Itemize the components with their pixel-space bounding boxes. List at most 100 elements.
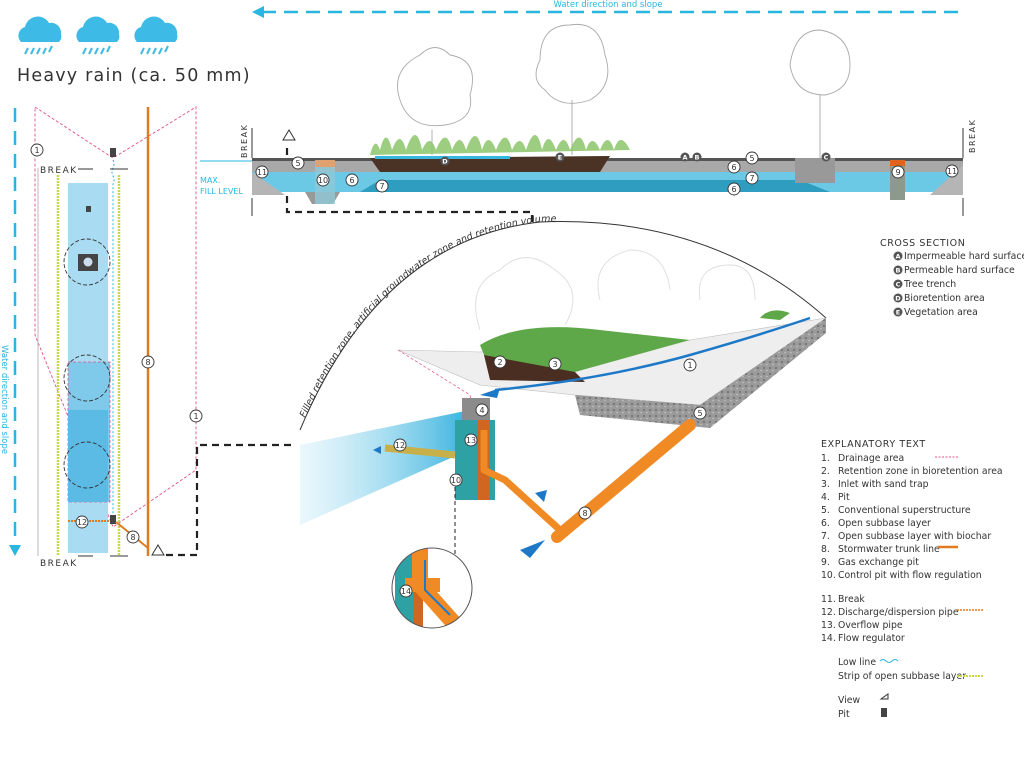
marker-8: 8: [126, 530, 140, 544]
arrow-left-icon: [252, 6, 264, 18]
legend-item-label: Discharge/dispersion pipe: [838, 607, 959, 618]
svg-text:13: 13: [466, 436, 476, 445]
svg-text:D: D: [895, 295, 901, 303]
view-icon: [151, 544, 165, 556]
legend-item: 2. Retention zone in bioretention area: [821, 466, 1003, 477]
view-connector-line: [166, 443, 292, 557]
svg-text:D: D: [442, 158, 448, 166]
svg-text:C: C: [896, 281, 901, 289]
max-fill-label: MAX.: [200, 176, 220, 185]
svg-text:6: 6: [349, 176, 354, 185]
legend-item-number: 2.: [821, 466, 830, 477]
legend-item-label: Drainage area: [838, 453, 904, 464]
svg-text:Strip of open subbase layer: Strip of open subbase layer: [838, 671, 966, 682]
tree-outlines: [397, 23, 851, 160]
svg-text:E: E: [558, 154, 562, 162]
svg-text:Bioretention area: Bioretention area: [904, 293, 985, 304]
rain-cloud-icon: [134, 16, 178, 55]
marker-8: 8: [141, 355, 155, 369]
legend-item-number: 10.: [821, 570, 836, 581]
svg-text:E: E: [896, 309, 900, 317]
svg-text:3: 3: [552, 360, 557, 369]
retention-zone-soil: [484, 355, 585, 382]
legend-item: 1. Drainage area: [821, 453, 904, 464]
svg-text:5: 5: [749, 154, 754, 163]
svg-text:6: 6: [731, 185, 736, 194]
pit-icon: [86, 206, 91, 212]
legend-item-label: Gas exchange pit: [838, 557, 919, 568]
svg-text:5: 5: [697, 409, 702, 418]
svg-text:10: 10: [318, 176, 328, 185]
break-label-top: BREAK: [40, 166, 78, 176]
legend-item: 14.Flow regulator: [821, 633, 905, 644]
legend-item-label: Open subbase layer with biochar: [838, 531, 991, 542]
perspective-view: Filled retention zone, artificial ground…: [298, 214, 827, 629]
superstructure-gravel: [575, 318, 826, 428]
svg-text:10: 10: [451, 476, 461, 485]
svg-text:1: 1: [34, 146, 39, 155]
svg-text:4: 4: [479, 406, 484, 415]
legend-item-number: 8.: [821, 544, 830, 555]
vegetation: [370, 135, 630, 155]
svg-text:12: 12: [395, 441, 405, 450]
break-label-left: BREAK: [240, 124, 249, 158]
water-direction-label: Water direction and slope: [553, 0, 662, 10]
retention-volume: [300, 410, 480, 525]
tree-icon: [63, 354, 111, 402]
break-label-bottom: BREAK: [40, 559, 78, 569]
legend-item-number: 1.: [821, 453, 830, 464]
legend-item-number: 3.: [821, 479, 830, 490]
legend-item-number: 4.: [821, 492, 830, 503]
svg-text:11: 11: [257, 168, 267, 177]
legend-item-label: Retention zone in bioretention area: [838, 466, 1003, 477]
svg-text:Pit: Pit: [838, 709, 850, 720]
svg-text:8: 8: [582, 509, 587, 518]
legend-item: 13.Overflow pipe: [821, 620, 903, 631]
legend-item-label: Break: [838, 594, 865, 605]
svg-text:6: 6: [731, 163, 736, 172]
legend-item-number: 13.: [821, 620, 836, 631]
legend-item: 9.Gas exchange pit: [821, 557, 919, 568]
legend-item: 3. Inlet with sand trap: [821, 479, 929, 490]
legend-item: 7. Open subbase layer with biochar: [821, 531, 991, 542]
water-direction-label-vertical: Water direction and slope: [0, 345, 9, 454]
legend-item: 12.Discharge/dispersion pipe: [821, 607, 959, 618]
svg-text:14: 14: [401, 587, 411, 596]
tree-trench: [795, 158, 835, 183]
legend-item-number: 5.: [821, 505, 830, 516]
view-icon: [879, 693, 889, 700]
svg-text:8: 8: [130, 533, 135, 542]
view-icon: [282, 129, 296, 141]
low-line-swatch: [879, 659, 899, 663]
legend-item-label: Inlet with sand trap: [838, 479, 929, 490]
legend-item-label: Control pit with flow regulation: [838, 570, 982, 581]
pit-icon: [110, 148, 116, 157]
legend-title: CROSS SECTION: [880, 238, 965, 249]
svg-text:B: B: [896, 267, 901, 275]
water-direction-arrow-left: Water direction and slope: [0, 108, 21, 556]
svg-text:C: C: [824, 154, 829, 162]
break-label-right: BREAK: [968, 119, 977, 153]
cross-section: MAX. FILL LEVEL BREAK BREAK 11 5 10 6 7 …: [200, 23, 977, 216]
legend-item-number: 7.: [821, 531, 830, 542]
legend-title: EXPLANATORY TEXT: [821, 439, 926, 450]
svg-text:B: B: [695, 154, 700, 162]
legend-item: 8.Stormwater trunk line: [821, 544, 940, 555]
explanatory-legend: EXPLANATORY TEXT 1. Drainage area 2. Retent…: [821, 439, 1003, 720]
marker-1: 1: [30, 143, 44, 157]
bioretention-soil: [370, 156, 610, 172]
plan-view: BREAK BREAK 1 1 8 8 12: [30, 106, 203, 569]
svg-text:Tree trench: Tree trench: [903, 279, 956, 290]
svg-text:12: 12: [77, 518, 87, 527]
drainage-area-outline: [34, 106, 197, 528]
legend-item-label: Flow regulator: [838, 633, 905, 644]
legend-item: 11.Break: [821, 594, 865, 605]
svg-text:7: 7: [379, 182, 384, 191]
legend-item: 6.Open subbase layer: [821, 518, 931, 529]
legend-item-number: 6.: [821, 518, 830, 529]
legend-item-number: 12.: [821, 607, 836, 618]
section-connector-line: [285, 148, 534, 222]
marker-1: 1: [189, 409, 203, 423]
svg-text:11: 11: [947, 167, 957, 176]
biochar-layer: [360, 180, 830, 192]
